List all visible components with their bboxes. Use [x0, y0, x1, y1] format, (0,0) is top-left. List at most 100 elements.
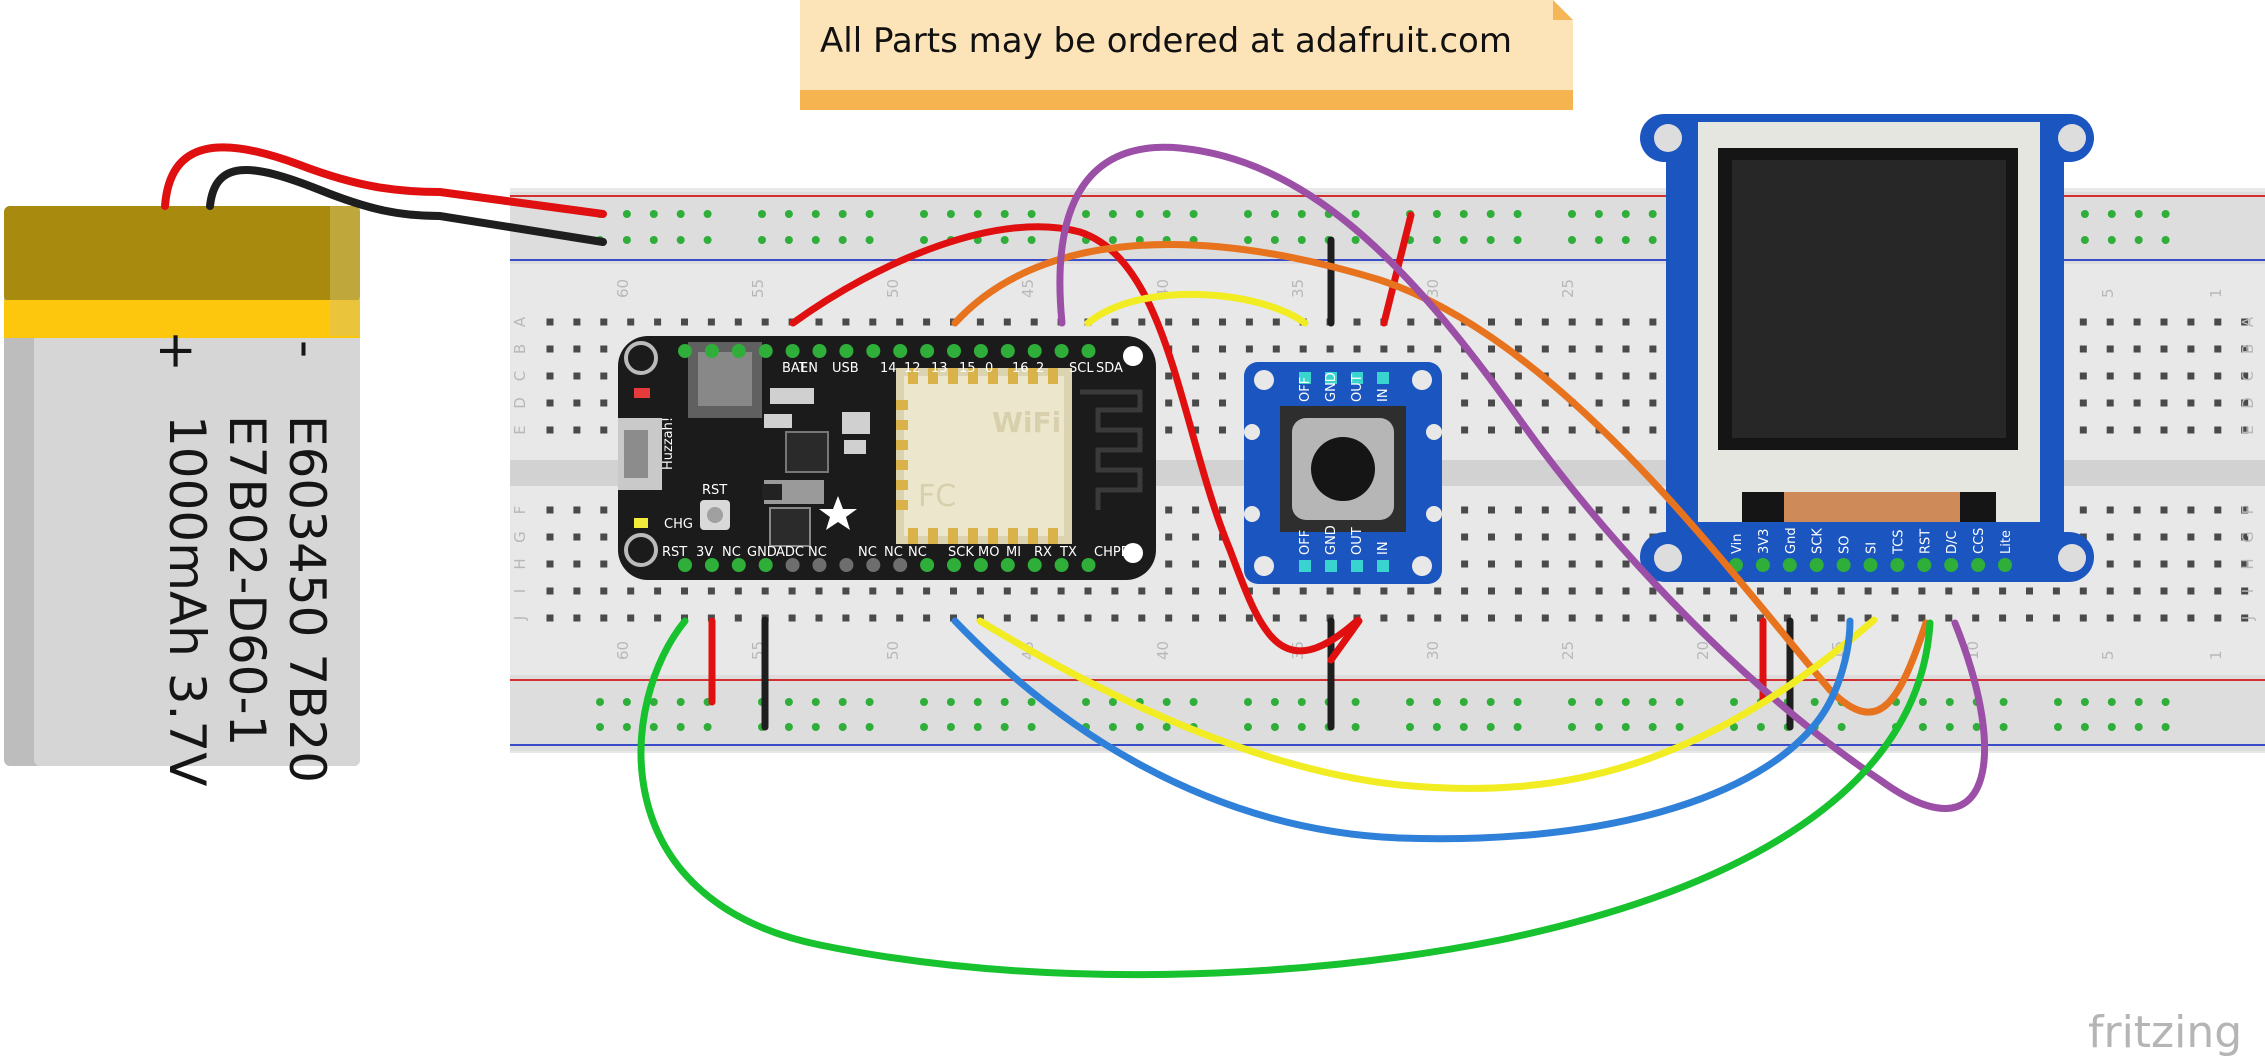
breadboard-hole [2079, 372, 2087, 380]
rail-hole [1837, 723, 1846, 731]
rail-hole [1270, 723, 1279, 731]
breadboard-hole [2214, 318, 2222, 326]
chip [842, 412, 870, 434]
rail-hole [1432, 236, 1441, 244]
rail-hole [1351, 210, 1360, 218]
breadboard-hole [1192, 506, 1200, 514]
column-number: 40 [1154, 641, 1172, 660]
breadboard-hole [1514, 587, 1522, 595]
feather-pin-label: 12 [904, 361, 921, 376]
rail-hole [1648, 236, 1657, 244]
breadboard-hole [2187, 372, 2195, 380]
mount-hole [624, 533, 658, 567]
feather-pin-label: TX [1059, 545, 1077, 560]
feather-pin [704, 344, 719, 358]
breadboard-hole [923, 587, 931, 595]
feather-pin-label: NC [808, 545, 827, 560]
breadboard-hole [1192, 399, 1200, 407]
breadboard-hole [2160, 426, 2168, 434]
breadboard-hole [1514, 345, 1522, 353]
feather-pin-label: 3V [696, 545, 713, 560]
rail-hole [1432, 723, 1441, 731]
breadboard-hole [2160, 372, 2168, 380]
breadboard-hole [2214, 587, 2222, 595]
breadboard-hole [842, 614, 850, 622]
breadboard-hole [1219, 426, 1226, 434]
breadboard-hole [1434, 614, 1442, 622]
breadboard-hole [1488, 399, 1495, 407]
rail-hole [1162, 698, 1171, 706]
rail-hole [1082, 210, 1090, 218]
breadboard-hole [2241, 426, 2249, 434]
rail-hole [649, 210, 658, 218]
breadboard-hole [2187, 318, 2195, 326]
breadboard-hole [1595, 399, 1603, 407]
breadboard-hole [1649, 506, 1657, 514]
breadboard-hole [1514, 506, 1522, 514]
rail-hole [1756, 723, 1765, 731]
esp-pad [928, 528, 938, 544]
breadboard-hole [923, 614, 931, 622]
esp-pad [928, 368, 938, 384]
rail-hole [2054, 698, 2062, 706]
breadboard-hole [1541, 614, 1549, 622]
esp-pad [896, 440, 908, 450]
breadboard-hole [1461, 533, 1469, 541]
breadboard-hole [1810, 587, 1818, 595]
breadboard-hole [1461, 372, 1469, 380]
rail-hole [1621, 698, 1630, 706]
breadboard-hole [1676, 614, 1684, 622]
rail-hole [2134, 236, 2143, 244]
feather-pin [704, 558, 719, 572]
breadboard-hole [1165, 533, 1173, 541]
chip [769, 507, 811, 547]
breadboard-hole [923, 318, 931, 326]
breadboard-hole [2052, 587, 2060, 595]
rail-hole [838, 236, 847, 244]
esp-pad [896, 500, 908, 510]
switch-cap [1311, 437, 1375, 501]
wire-yellow [1084, 290, 1309, 327]
breadboard-hole [1595, 587, 1603, 595]
breadboard-hole [1649, 426, 1657, 434]
breadboard-hole [546, 560, 554, 568]
breadboard-hole [1245, 614, 1253, 622]
esp-pad [1008, 528, 1018, 544]
breadboard-hole [1245, 318, 1253, 326]
led-red [634, 388, 650, 398]
breadboard-hole [1111, 614, 1119, 622]
breadboard-hole [2106, 587, 2114, 595]
rail-hole [1621, 210, 1630, 218]
breadboard-hole [1568, 560, 1576, 568]
breadboard-hole [1622, 426, 1630, 434]
column-number: 5 [2099, 650, 2117, 660]
esp-pad [896, 460, 908, 470]
feather-pin-label: 13 [931, 361, 948, 376]
rail-hole [1244, 210, 1252, 218]
button-pin-label: GND [1324, 372, 1339, 402]
breadboard-hole [681, 318, 688, 326]
rail-hole [1648, 723, 1657, 731]
breadboard-hole [573, 587, 581, 595]
breadboard-hole [2133, 533, 2141, 541]
breadboard-hole [2241, 587, 2249, 595]
column-number: 60 [614, 279, 632, 298]
battery-lead-red [161, 143, 607, 218]
mount-hole [1123, 346, 1143, 366]
breadboard-hole [1057, 614, 1065, 622]
feather-pin [758, 344, 773, 358]
breadboard-hole [600, 587, 608, 595]
breadboard-hole [1541, 533, 1549, 541]
rail-hole [1486, 236, 1495, 244]
breadboard-hole [1541, 345, 1549, 353]
breadboard-hole [1219, 506, 1226, 514]
breadboard-hole [2214, 399, 2222, 407]
fc-logo: FC [918, 479, 956, 514]
rail-hole [1594, 210, 1603, 218]
breadboard-hole [1245, 345, 1253, 353]
esp-pad [1048, 368, 1058, 384]
breadboard-hole [1138, 587, 1146, 595]
